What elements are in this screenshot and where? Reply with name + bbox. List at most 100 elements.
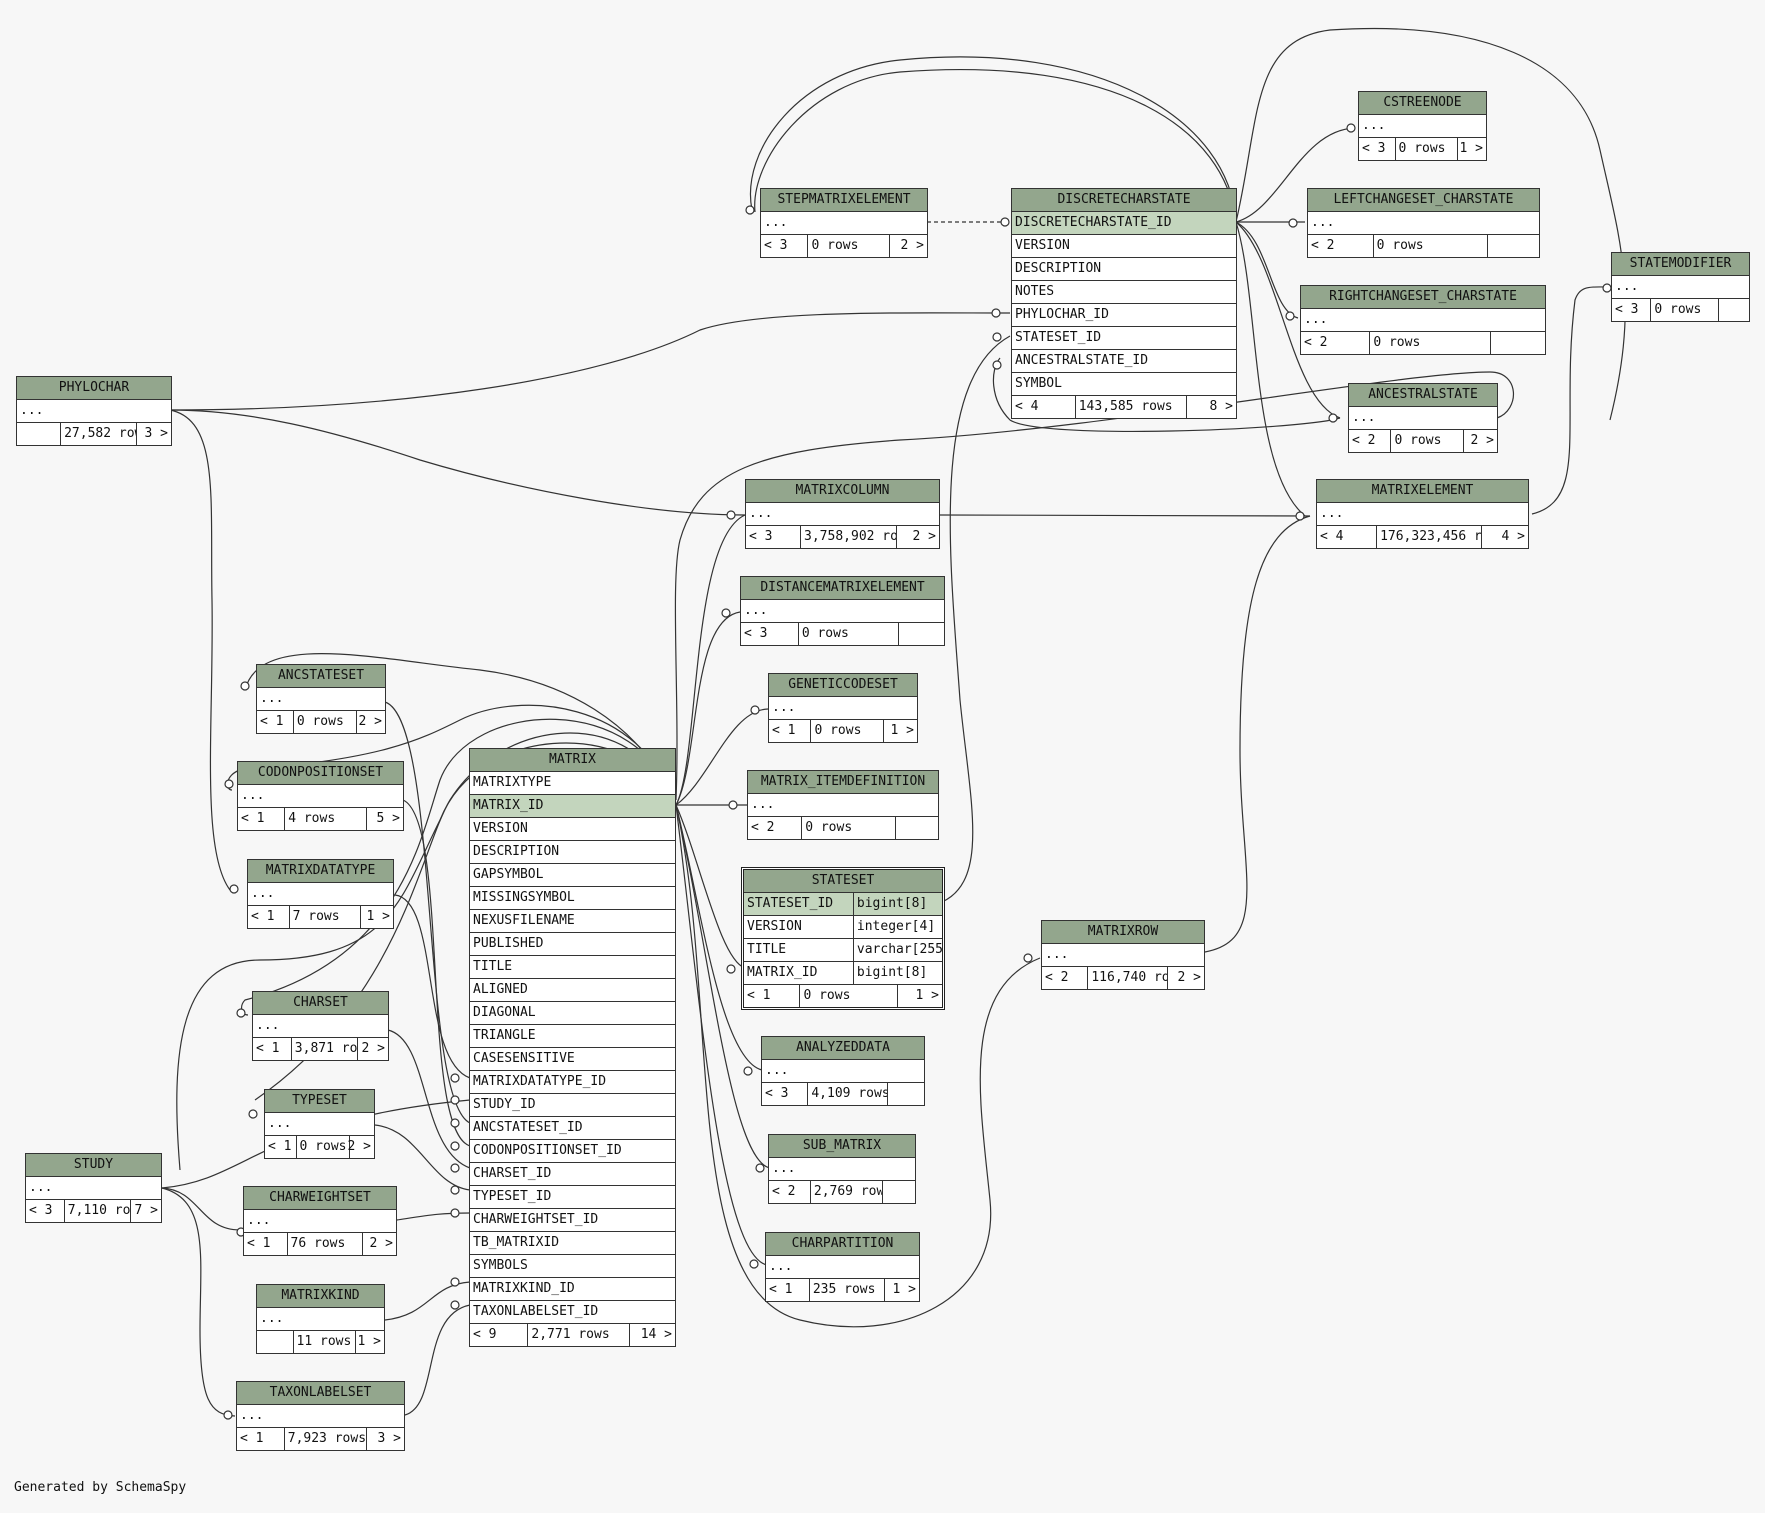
column-row[interactable]: CHARWEIGHTSET_ID	[470, 1209, 675, 1232]
column-row[interactable]: SYMBOL	[1012, 373, 1236, 396]
collapsed-columns[interactable]: ...	[766, 1256, 919, 1279]
table-title[interactable]: MATRIXKIND	[257, 1285, 384, 1308]
collapsed-columns[interactable]: ...	[265, 1113, 374, 1136]
column-row[interactable]: CASESENSITIVE	[470, 1048, 675, 1071]
children-link[interactable]: 7 >	[134, 1203, 158, 1218]
table-title[interactable]: GENETICCODESET	[769, 674, 917, 697]
column-row[interactable]: MATRIXKIND_ID	[470, 1278, 675, 1301]
table-title[interactable]: DISCRETECHARSTATE	[1012, 189, 1236, 212]
parents-link[interactable]: < 2	[1311, 238, 1335, 253]
collapsed-columns[interactable]: ...	[253, 1015, 388, 1038]
children-link[interactable]: 1 >	[357, 1334, 381, 1349]
parents-link[interactable]: < 1	[241, 811, 265, 826]
table-title[interactable]: STATEMODIFIER	[1612, 253, 1749, 276]
table-title[interactable]: STATESET	[744, 870, 942, 893]
collapsed-columns[interactable]: ...	[1308, 212, 1539, 235]
column-row[interactable]: DISCRETECHARSTATE_ID	[1012, 212, 1236, 235]
table-title[interactable]: MATRIXELEMENT	[1317, 480, 1528, 503]
column-row[interactable]: SYMBOLS	[470, 1255, 675, 1278]
column-row[interactable]: NOTES	[1012, 281, 1236, 304]
collapsed-columns[interactable]: ...	[1301, 309, 1545, 332]
column-row[interactable]: TB_MATRIXID	[470, 1232, 675, 1255]
column-row[interactable]: NEXUSFILENAME	[470, 910, 675, 933]
table-title[interactable]: MATRIX_ITEMDEFINITION	[748, 771, 938, 794]
parents-link[interactable]: < 3	[764, 238, 788, 253]
parents-link[interactable]: < 1	[251, 909, 275, 924]
column-row[interactable]: CHARSET_ID	[470, 1163, 675, 1186]
collapsed-columns[interactable]: ...	[26, 1177, 161, 1200]
column-row[interactable]: DESCRIPTION	[470, 841, 675, 864]
children-link[interactable]: 1 >	[366, 909, 390, 924]
children-link[interactable]: 8 >	[1209, 399, 1233, 414]
parents-link[interactable]: < 3	[1362, 141, 1386, 156]
children-link[interactable]: 1 >	[890, 723, 914, 738]
parents-link[interactable]: < 1	[769, 1282, 793, 1297]
collapsed-columns[interactable]: ...	[1317, 503, 1528, 526]
parents-link[interactable]: < 2	[751, 820, 775, 835]
table-title[interactable]: SUB_MATRIX	[769, 1135, 915, 1158]
children-link[interactable]: 2 >	[1470, 433, 1494, 448]
column-row[interactable]: TAXONLABELSET_ID	[470, 1301, 675, 1324]
parents-link[interactable]: < 3	[749, 529, 773, 544]
column-row[interactable]: DESCRIPTION	[1012, 258, 1236, 281]
column-row[interactable]: ANCESTRALSTATE_ID	[1012, 350, 1236, 373]
table-title[interactable]: LEFTCHANGESET_CHARSTATE	[1308, 189, 1539, 212]
parents-link[interactable]: < 1	[747, 988, 771, 1003]
table-title[interactable]: STUDY	[26, 1154, 161, 1177]
column-row[interactable]: TITLE	[470, 956, 675, 979]
children-link[interactable]: 2 >	[347, 1139, 371, 1154]
table-sub-matrix[interactable]: SUB_MATRIX...< 22,769 rows	[768, 1134, 916, 1204]
column-row[interactable]: MATRIXTYPE	[470, 772, 675, 795]
table-title[interactable]: MATRIXROW	[1042, 921, 1204, 944]
table-title[interactable]: ANCSTATESET	[257, 665, 385, 688]
children-link[interactable]: 2 >	[369, 1236, 393, 1251]
parents-link[interactable]: < 1	[240, 1431, 264, 1446]
parents-link[interactable]: < 3	[765, 1086, 789, 1101]
parents-link[interactable]: < 2	[1045, 970, 1069, 985]
table-title[interactable]: CHARPARTITION	[766, 1233, 919, 1256]
children-link[interactable]: 1 >	[892, 1282, 916, 1297]
children-link[interactable]: 3 >	[144, 426, 168, 441]
parents-link[interactable]: < 2	[1304, 335, 1328, 350]
parents-link[interactable]: < 1	[260, 714, 284, 729]
column-row[interactable]: ANCSTATESET_ID	[470, 1117, 675, 1140]
children-link[interactable]: 2 >	[361, 1041, 385, 1056]
table-title[interactable]: TYPESET	[265, 1090, 374, 1113]
table-title[interactable]: CODONPOSITIONSET	[238, 762, 403, 785]
column-row[interactable]: CODONPOSITIONSET_ID	[470, 1140, 675, 1163]
table-title[interactable]: ANCESTRALSTATE	[1349, 384, 1497, 407]
collapsed-columns[interactable]: ...	[1042, 944, 1204, 967]
children-link[interactable]: 14 >	[640, 1327, 672, 1342]
table-title[interactable]: DISTANCEMATRIXELEMENT	[741, 577, 944, 600]
collapsed-columns[interactable]: ...	[1349, 407, 1497, 430]
parents-link[interactable]: < 1	[268, 1139, 292, 1154]
children-link[interactable]: 2 >	[912, 529, 936, 544]
table-title[interactable]: MATRIXCOLUMN	[746, 480, 939, 503]
table-title[interactable]: RIGHTCHANGESET_CHARSTATE	[1301, 286, 1545, 309]
children-link[interactable]: 1 >	[915, 988, 939, 1003]
collapsed-columns[interactable]: ...	[248, 883, 393, 906]
column-row[interactable]: MATRIX_ID	[470, 795, 675, 818]
collapsed-columns[interactable]: ...	[741, 600, 944, 623]
collapsed-columns[interactable]: ...	[746, 503, 939, 526]
children-link[interactable]: 2 >	[358, 714, 382, 729]
collapsed-columns[interactable]: ...	[244, 1210, 396, 1233]
table-study[interactable]: STUDY...< 37,110 rows7 >	[25, 1153, 162, 1223]
parents-link[interactable]: < 3	[744, 626, 768, 641]
